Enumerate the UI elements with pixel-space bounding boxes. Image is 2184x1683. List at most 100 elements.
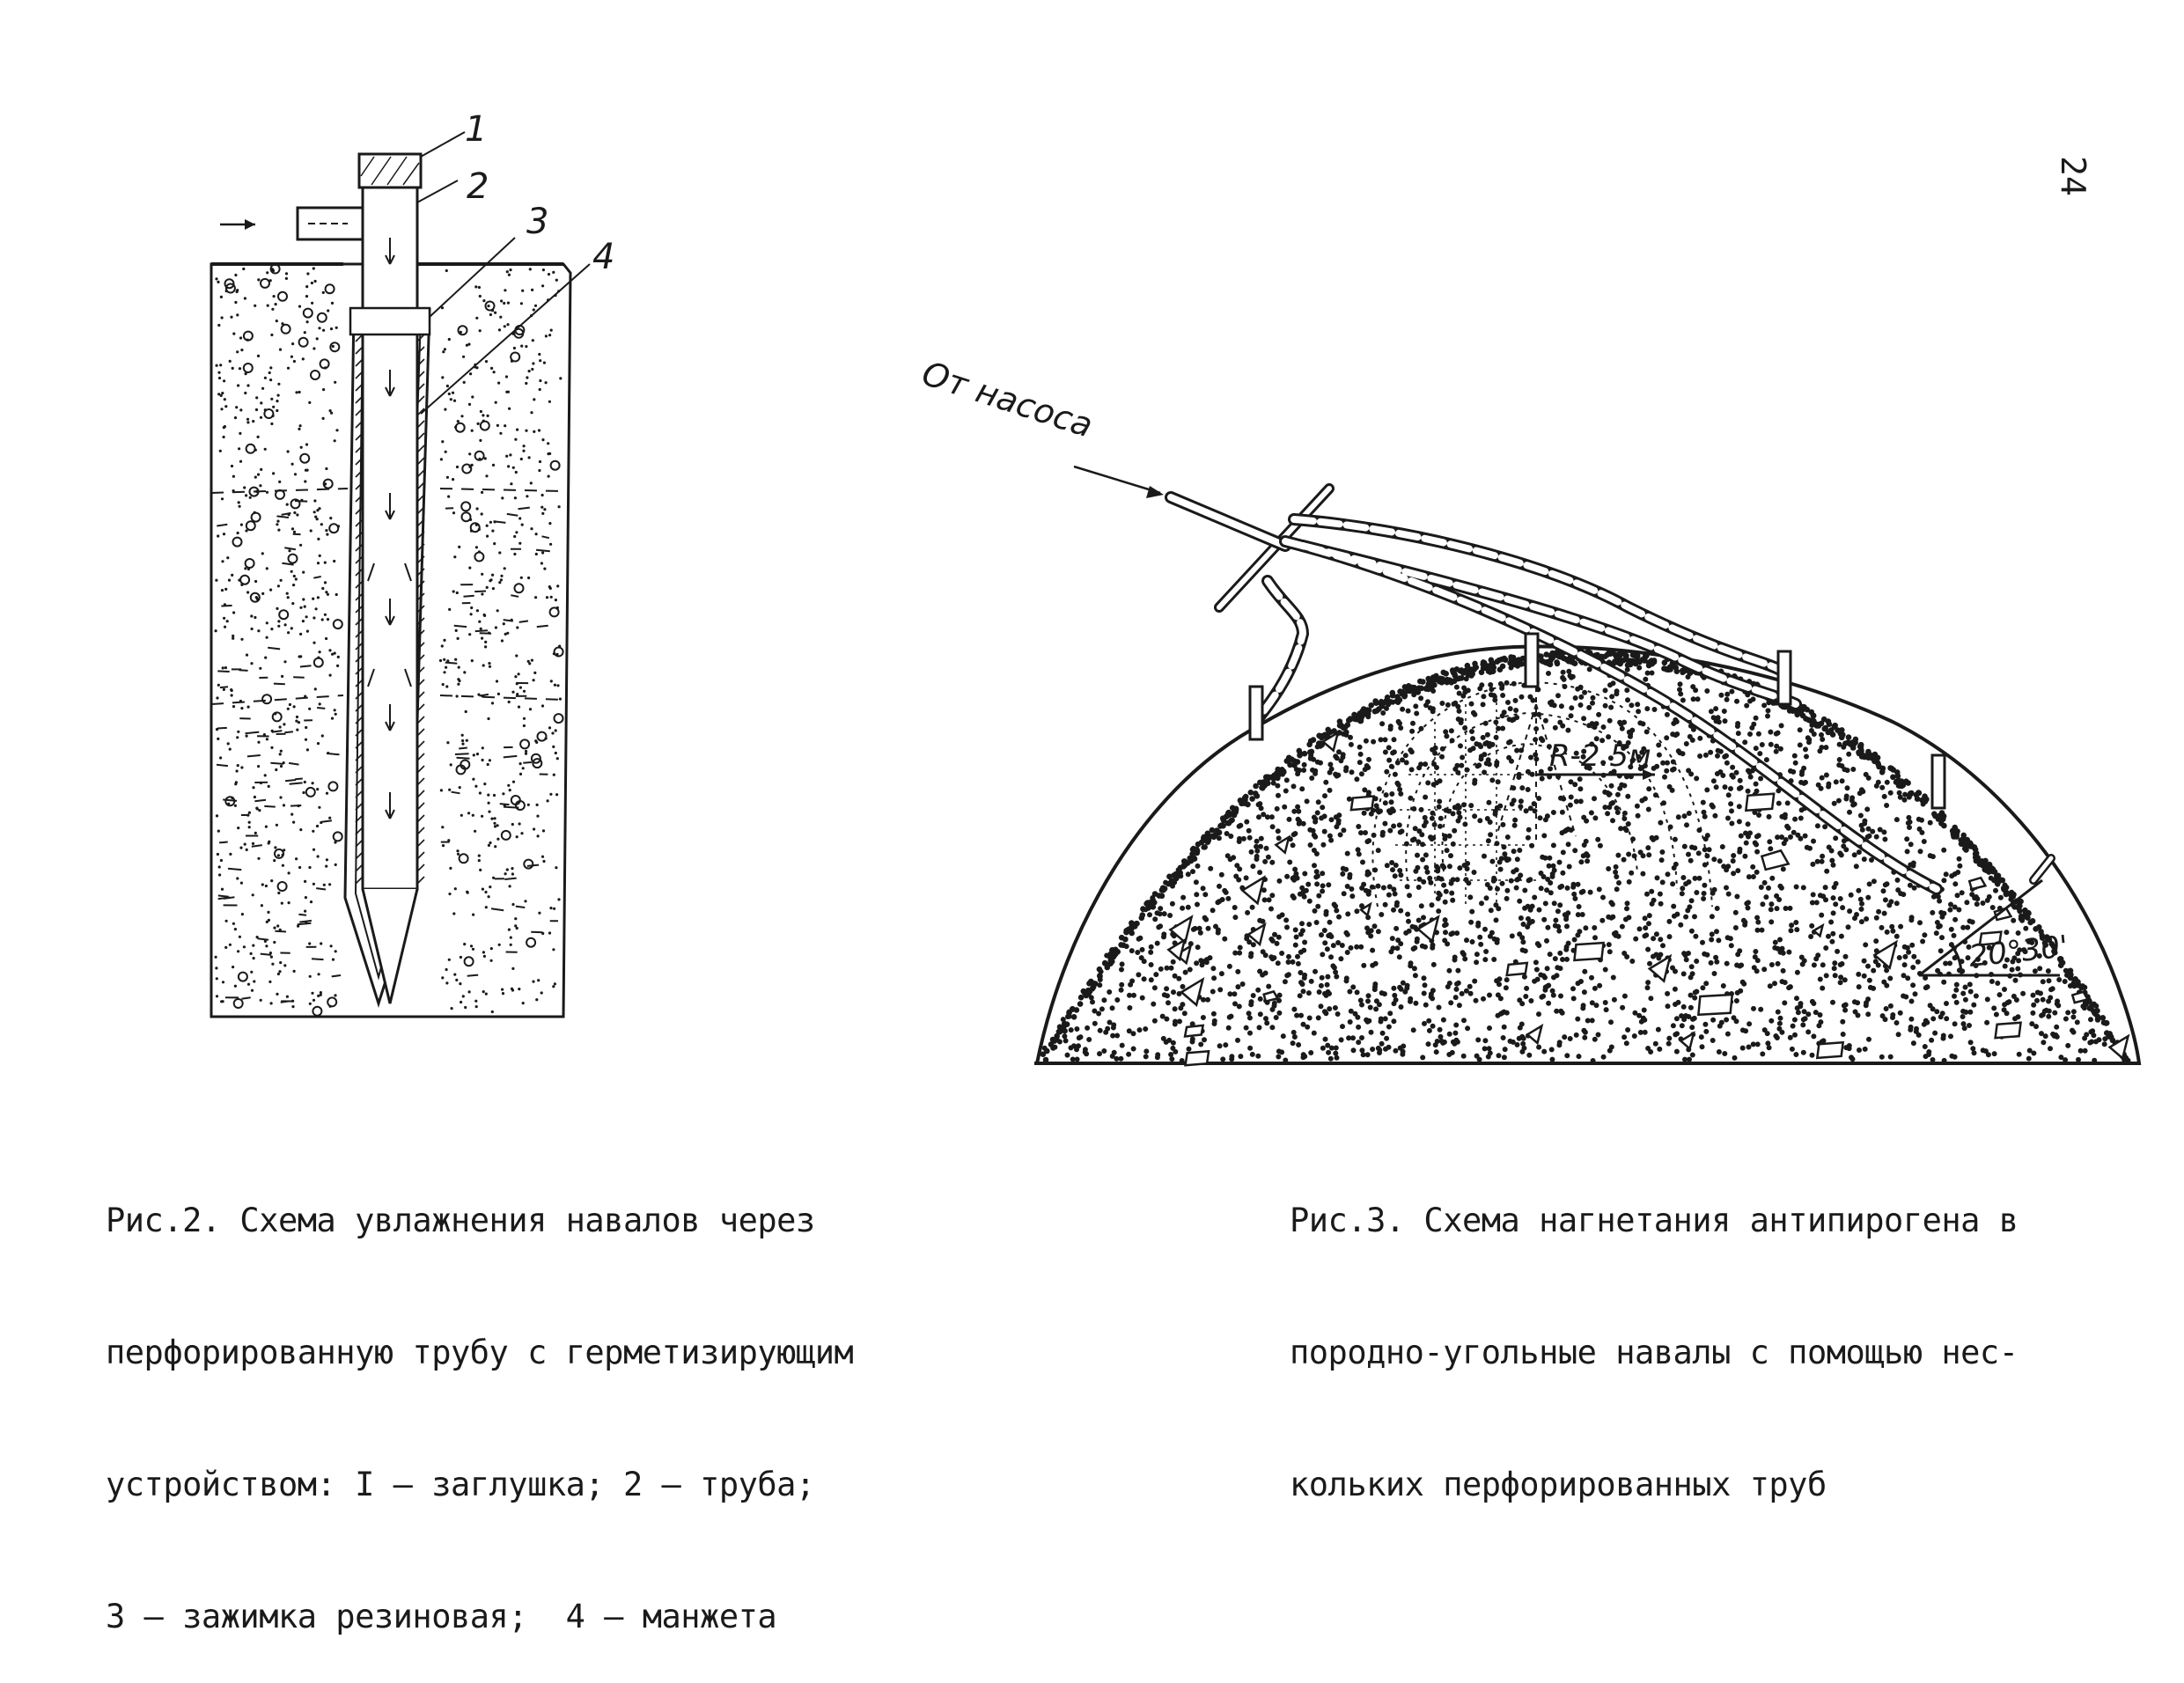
mound-grain	[1302, 990, 1305, 993]
soil-dash	[290, 805, 301, 806]
soil-grain	[298, 721, 300, 724]
mound-grain	[1748, 1023, 1751, 1025]
mound-grain	[1857, 1014, 1859, 1017]
mound-grain	[1620, 827, 1622, 830]
soil-grain	[313, 347, 315, 349]
mound-grain	[1475, 953, 1478, 956]
mound-grain	[1945, 1018, 1948, 1020]
soil-grain	[271, 963, 274, 966]
mound-grain	[1627, 699, 1629, 702]
mound-grain	[1724, 755, 1726, 758]
mound-grain	[1145, 1050, 1148, 1053]
mound-grain	[1229, 858, 1232, 861]
mound-grain	[1111, 1007, 1114, 1010]
soil-grain	[460, 331, 462, 334]
soil-grain	[461, 743, 464, 746]
mound-grain	[1416, 712, 1418, 715]
mound-edge-grain	[1805, 708, 1809, 711]
mound-edge-grain	[1111, 949, 1114, 952]
mound-grain	[1579, 788, 1582, 790]
mound-edge-grain	[2111, 1039, 2114, 1042]
mound-grain	[1484, 959, 1487, 961]
mound-grain	[1779, 1017, 1782, 1019]
mound-grain	[1598, 888, 1600, 891]
mound-grain	[2047, 970, 2049, 973]
mound-grain	[1754, 812, 1756, 814]
mound-grain	[1540, 770, 1542, 773]
mound-grain	[1491, 779, 1494, 782]
mound-grain	[1619, 787, 1621, 790]
mound-grain	[1489, 684, 1492, 687]
soil-grain	[320, 942, 322, 944]
mound-edge-grain	[1420, 687, 1423, 690]
mound-grain	[1628, 880, 1630, 883]
mound-grain	[1681, 887, 1684, 890]
soil-grain	[305, 443, 308, 445]
soil-grain	[482, 414, 484, 416]
mound-grain	[1522, 941, 1525, 944]
soil-grain	[279, 349, 282, 351]
mound-grain	[1108, 1021, 1111, 1024]
soil-grain	[522, 767, 525, 769]
mound-grain	[1842, 840, 1845, 842]
mound-grain	[1658, 1047, 1661, 1050]
soil-dash	[531, 932, 542, 933]
mound-grain	[1371, 949, 1374, 952]
mound-grain	[1770, 1019, 1773, 1022]
mound-grain	[1276, 830, 1279, 833]
mound-edge-grain	[1965, 849, 1968, 852]
mound-grain	[1642, 872, 1644, 875]
mound-grain	[1529, 908, 1532, 911]
mound-grain	[1456, 764, 1459, 767]
soil-grain	[518, 517, 521, 519]
mound-grain	[1401, 830, 1403, 833]
mound-grain	[1695, 777, 1698, 780]
soil-grain	[456, 592, 459, 594]
mound-grain	[1774, 982, 1776, 985]
mound-grain	[1931, 1008, 1934, 1011]
mound-edge-grain	[1460, 669, 1463, 672]
mound-grain	[1956, 894, 1959, 897]
soil-grain	[270, 879, 273, 882]
mound-edge-grain	[1952, 835, 1956, 839]
mound-grain	[1314, 769, 1317, 772]
mound-grain	[1461, 952, 1464, 954]
mound-grain	[1788, 987, 1791, 989]
mound-edge-grain	[2019, 904, 2022, 908]
mound-grain	[1614, 931, 1617, 934]
soil-grain	[312, 782, 314, 784]
soil-grain	[237, 950, 239, 952]
soil-grain	[463, 381, 466, 384]
soil-grain	[236, 313, 239, 316]
mound-grain	[1173, 1008, 1176, 1011]
mound-grain	[1557, 695, 1560, 697]
mound-grain	[1323, 830, 1326, 833]
mound-grain	[1514, 699, 1517, 702]
mound-grain	[1258, 816, 1261, 819]
mound-grain	[1456, 932, 1459, 935]
mound-grain	[1393, 751, 1395, 753]
mound-grain	[1552, 812, 1555, 814]
soil-grain	[489, 579, 491, 582]
soil-grain	[483, 614, 486, 616]
mound-grain	[1115, 1057, 1118, 1060]
soil-grain	[503, 302, 505, 305]
mound-edge-grain	[1106, 966, 1109, 969]
mound-grain	[1551, 1058, 1554, 1061]
mound-grain	[1309, 844, 1312, 847]
mound-grain	[1423, 880, 1425, 883]
soil-grain	[240, 638, 243, 641]
mound-grain	[1702, 811, 1705, 813]
mound-edge-grain	[2073, 984, 2077, 988]
mound-grain	[1292, 1031, 1295, 1033]
mound-grain	[1265, 847, 1268, 849]
soil-grain	[468, 567, 471, 570]
mound-grain	[1236, 864, 1239, 867]
soil-grain	[305, 295, 308, 298]
mound-grain	[1132, 1047, 1135, 1050]
soil-grain	[240, 349, 243, 351]
mound-grain	[1238, 825, 1240, 827]
mound-grain	[1516, 717, 1519, 719]
mound-grain	[1521, 1050, 1524, 1053]
mound-grain	[1848, 753, 1850, 755]
